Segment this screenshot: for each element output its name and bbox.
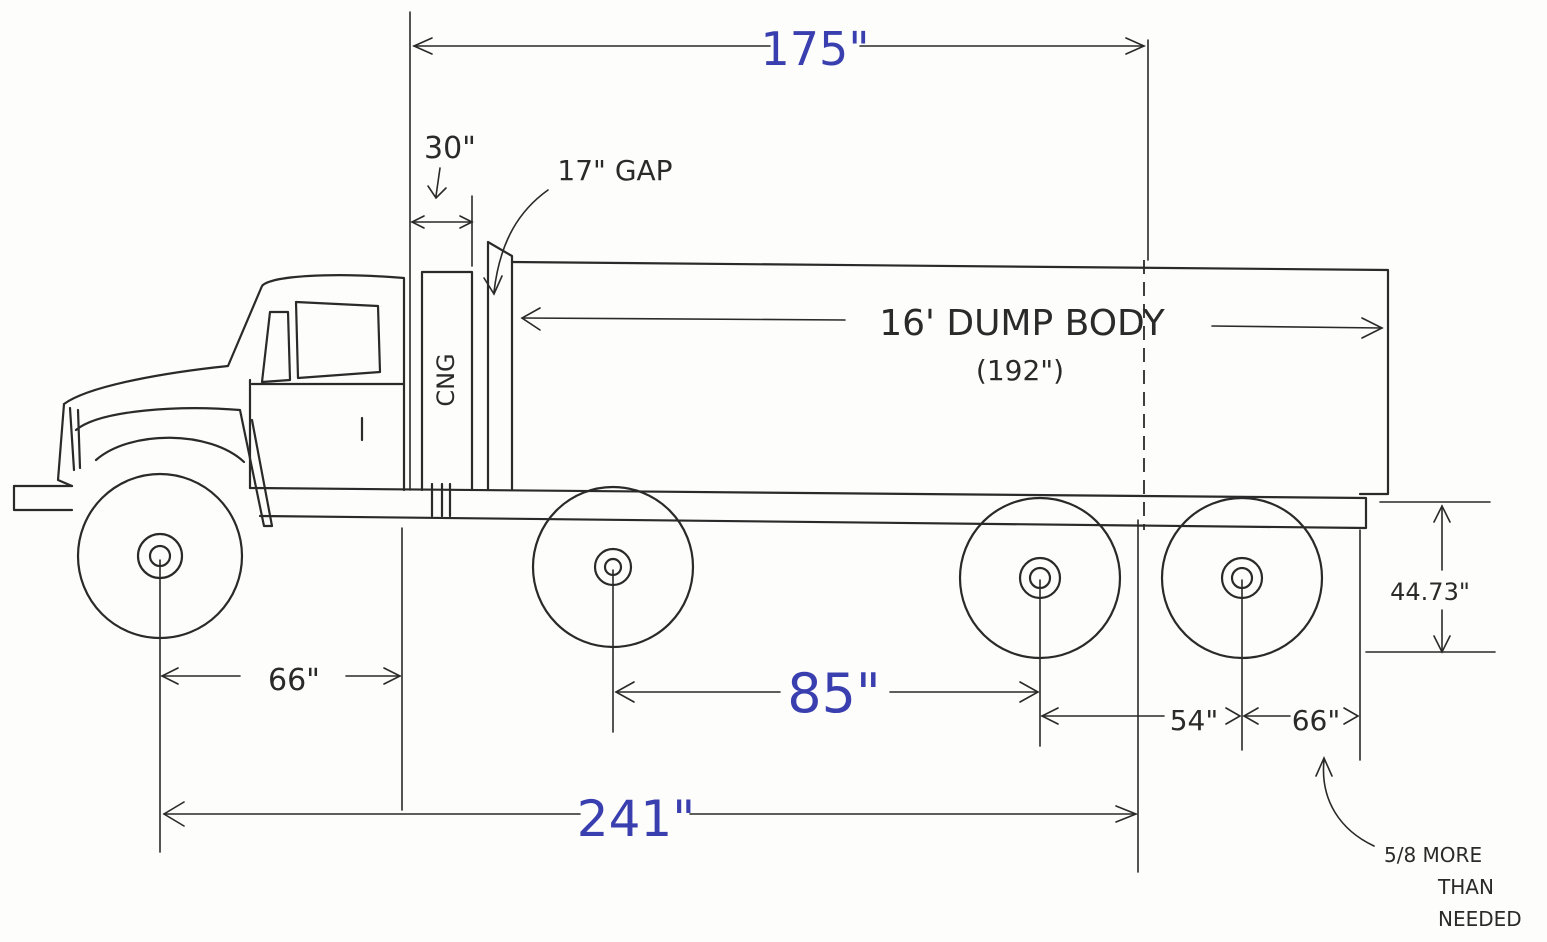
dim-175-label: 175" <box>761 22 870 76</box>
grille <box>68 406 82 472</box>
dim-66-rear-label: 66" <box>1292 704 1341 737</box>
dump-body-dim-left <box>521 317 846 321</box>
note-line-1: 5/8 MORE <box>1384 843 1482 867</box>
height-label: 44.73" <box>1390 578 1470 606</box>
dim-85-label: 85" <box>787 662 881 725</box>
note-line-2: THAN <box>1437 875 1494 899</box>
dim-175-arrow-left <box>412 37 433 55</box>
dump-body-dim-right <box>1211 325 1383 329</box>
dim-54-arrows <box>1040 707 1242 725</box>
dim-54-label: 54" <box>1170 704 1219 737</box>
note-line-3: NEEDED <box>1438 907 1522 931</box>
front-wheel-arch <box>94 436 246 464</box>
height-arrows <box>1433 504 1451 654</box>
dump-body-arrow-right <box>1361 317 1384 339</box>
cab-outline <box>56 274 406 492</box>
dim-66-front-label: 66" <box>268 663 320 698</box>
front-bumper <box>12 484 74 512</box>
dim-241-label: 241" <box>577 790 695 848</box>
dim-175-arrow-right <box>1125 37 1146 55</box>
dump-body-outline <box>510 260 1390 496</box>
note-pointer <box>1315 756 1375 847</box>
vent-window <box>260 310 292 384</box>
gap-label: 17" GAP <box>557 154 672 187</box>
dump-body-inches: (192") <box>976 354 1064 387</box>
dim-241-arrows <box>162 801 1139 827</box>
dump-body-arrow-left <box>520 307 541 331</box>
frame-rail <box>248 486 1368 530</box>
dump-body-label: 16' DUMP BODY <box>879 303 1166 344</box>
cng-label: CNG <box>432 353 460 406</box>
dim-30-pointer <box>427 167 447 200</box>
dim-85-arrows <box>614 681 1040 703</box>
dim-66-rear-arrows <box>1242 707 1360 725</box>
hood-fender <box>74 407 274 528</box>
door-outline <box>248 378 406 490</box>
headboard <box>486 240 514 492</box>
gap-pointer <box>483 189 549 296</box>
dim-66-front-arrows <box>160 667 402 685</box>
dim-30-label: 30" <box>424 131 476 166</box>
cng-tank <box>420 270 474 492</box>
cab-window <box>294 300 382 380</box>
